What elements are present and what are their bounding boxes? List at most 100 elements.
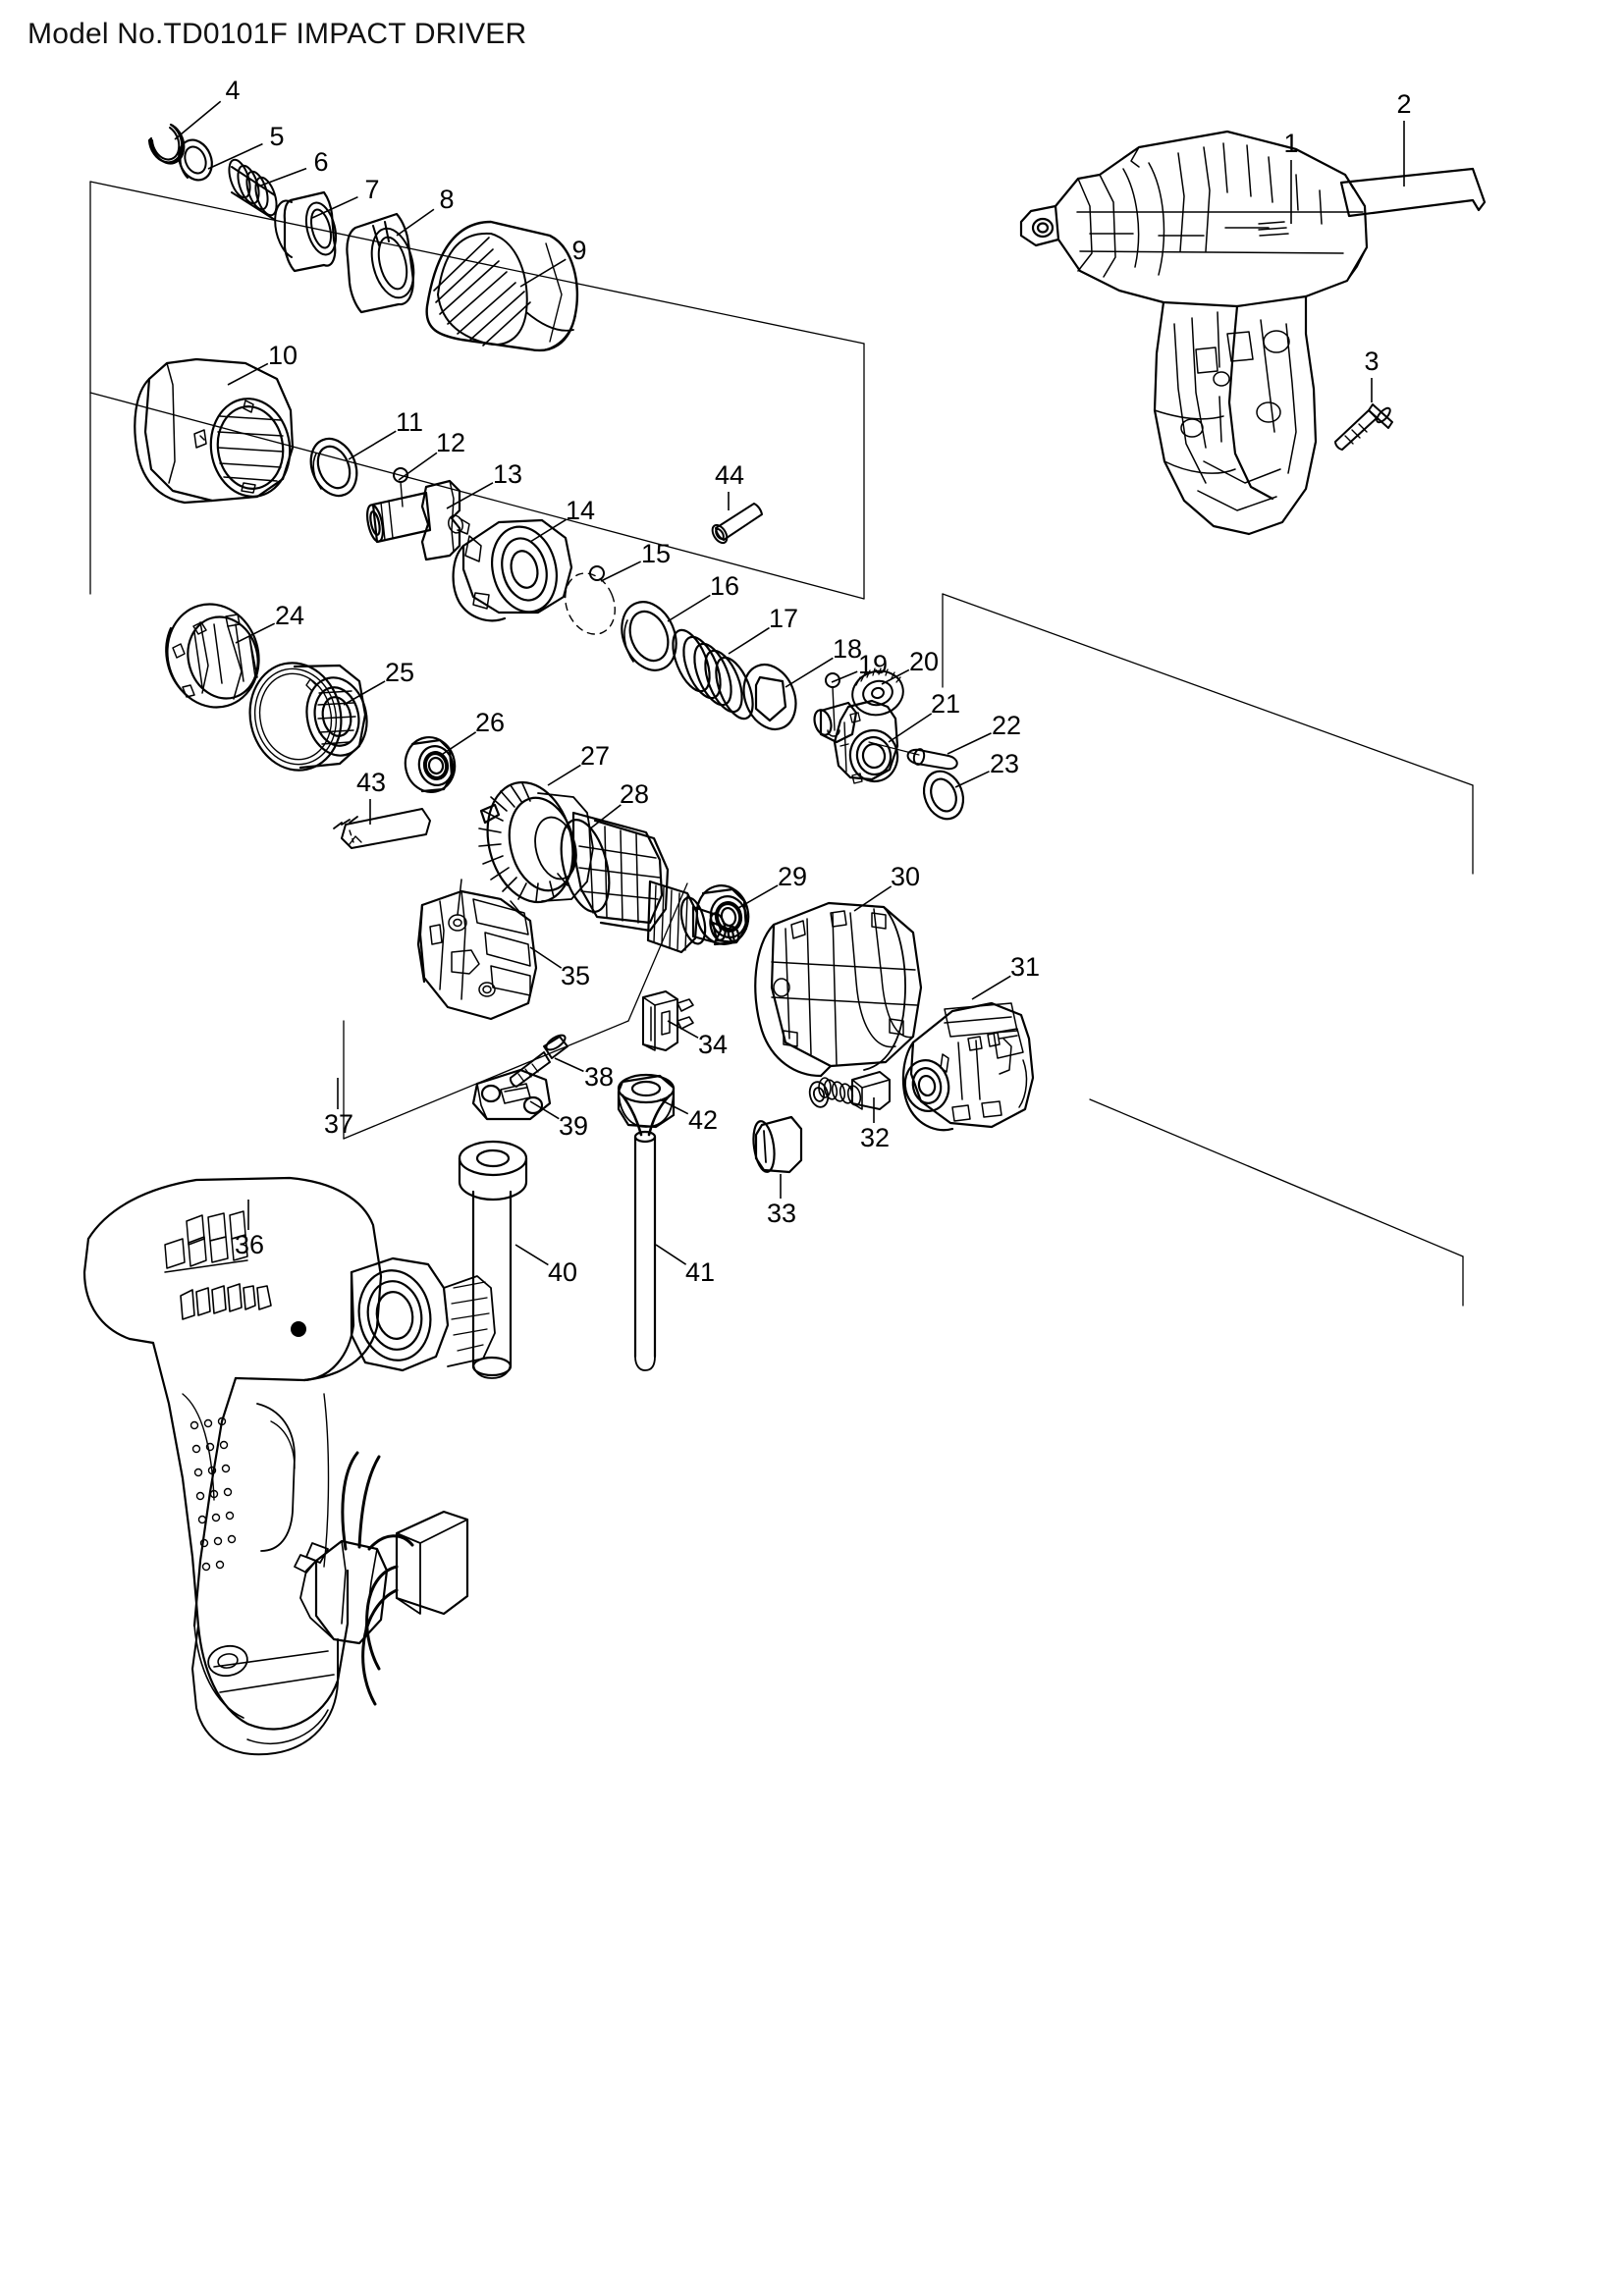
callout-6-compression-spring: 6 bbox=[313, 147, 329, 177]
leader-line-12 bbox=[398, 452, 438, 481]
part-41-power-supply-cord bbox=[621, 1094, 672, 1371]
part-1-housing-set bbox=[1019, 130, 1369, 536]
part-26-ball-bearing bbox=[404, 736, 457, 793]
callout-41-power-supply-cord: 41 bbox=[685, 1257, 716, 1287]
callout-37-lead-wire-assembly: 37 bbox=[324, 1109, 354, 1139]
callout-22-pin: 22 bbox=[992, 711, 1022, 740]
leader-line-14 bbox=[529, 518, 567, 543]
callout-38-tapping-screw: 38 bbox=[584, 1062, 615, 1092]
part-18-spring-seat bbox=[742, 664, 797, 730]
leader-line-39 bbox=[529, 1100, 560, 1120]
part-12-steel-ball bbox=[393, 467, 408, 507]
part-25-gear-housing bbox=[248, 662, 368, 772]
callout-7-sleeve: 7 bbox=[364, 175, 380, 204]
page-title: Model No.TD0101F IMPACT DRIVER bbox=[27, 18, 527, 50]
callout-39-cord-clamp: 39 bbox=[559, 1111, 589, 1141]
callout-36-complete-tool: 36 bbox=[235, 1230, 265, 1259]
part-44-pin bbox=[711, 503, 763, 545]
callout-24-lock-ring: 24 bbox=[275, 601, 305, 630]
callout-26-ball-bearing: 26 bbox=[475, 708, 506, 737]
part-2-name-plate bbox=[1339, 167, 1487, 218]
leader-line-15 bbox=[600, 561, 641, 582]
leader-line-28 bbox=[588, 804, 622, 830]
leader-line-11 bbox=[348, 430, 397, 460]
callout-28-armature: 28 bbox=[620, 779, 650, 809]
part-38-tapping-screw bbox=[509, 1034, 568, 1088]
part-37-lead-wire-assembly bbox=[294, 1451, 469, 1706]
part-16-washer bbox=[621, 601, 677, 671]
part-42-noise-suppressor bbox=[617, 1073, 676, 1129]
callout-11-felt-ring: 11 bbox=[396, 407, 424, 437]
part-7-sleeve bbox=[274, 190, 338, 273]
callout-5-flat-washer: 5 bbox=[269, 122, 285, 151]
callout-17-compression-spring: 17 bbox=[769, 604, 799, 633]
leader-line-19 bbox=[831, 670, 858, 683]
part-21-spindle bbox=[813, 699, 920, 784]
callout-40-cord-guard: 40 bbox=[548, 1257, 578, 1287]
group-bracket-right bbox=[863, 343, 1474, 875]
part-36-complete-tool bbox=[82, 1176, 496, 1756]
callout-8-bumper-ring: 8 bbox=[439, 185, 455, 214]
leader-line-26 bbox=[439, 731, 477, 757]
part-13-anvil bbox=[365, 479, 470, 561]
part-31-brush-holder bbox=[901, 1001, 1035, 1132]
part-23-flat-washer bbox=[922, 770, 965, 821]
callout-1-housing-set: 1 bbox=[1283, 129, 1299, 158]
leader-line-35 bbox=[529, 946, 563, 969]
callout-34-terminal: 34 bbox=[698, 1030, 729, 1059]
leader-line-23 bbox=[954, 771, 990, 788]
callout-29-ball-bearing: 29 bbox=[778, 862, 808, 891]
callout-44-pin: 44 bbox=[715, 460, 745, 490]
leader-line-20 bbox=[881, 668, 910, 685]
callout-35-switch: 35 bbox=[561, 961, 591, 990]
part-8-bumper-ring bbox=[346, 212, 415, 314]
part-15-steel-ball bbox=[565, 565, 616, 635]
leader-line-10 bbox=[227, 362, 269, 386]
callout-16-washer: 16 bbox=[710, 571, 740, 601]
callout-15-steel-ball: 15 bbox=[641, 539, 672, 568]
callout-32-carbon-brush: 32 bbox=[860, 1123, 891, 1152]
part-6-compression-spring bbox=[228, 158, 278, 221]
leader-line-41 bbox=[655, 1244, 687, 1265]
makita-wordmark-emboss bbox=[180, 1283, 306, 1337]
leader-line-6 bbox=[257, 167, 307, 187]
part-24-lock-ring bbox=[165, 603, 260, 709]
leader-line-42 bbox=[659, 1098, 689, 1115]
leader-line-13 bbox=[446, 482, 494, 509]
leader-line-17 bbox=[728, 626, 770, 655]
callout-21-spindle: 21 bbox=[931, 689, 961, 719]
part-33-brush-cap bbox=[752, 1115, 803, 1174]
callout-18-spring-seat: 18 bbox=[833, 634, 863, 664]
callout-9-rubber-boot: 9 bbox=[571, 236, 587, 265]
leader-line-8 bbox=[396, 208, 435, 237]
leader-line-25 bbox=[343, 680, 386, 706]
part-34-terminal bbox=[642, 990, 694, 1051]
leader-line-16 bbox=[667, 594, 711, 622]
callout-30-field: 30 bbox=[891, 862, 921, 891]
part-30-field bbox=[754, 901, 923, 1078]
leader-line-5 bbox=[207, 142, 263, 170]
part-35-switch bbox=[416, 879, 538, 1021]
callout-42-noise-suppressor: 42 bbox=[688, 1105, 719, 1135]
leader-line-24 bbox=[235, 622, 276, 644]
callout-4-ring-spring: 4 bbox=[225, 76, 241, 105]
leader-line-22 bbox=[947, 732, 992, 755]
callout-3-tapping-screw: 3 bbox=[1364, 347, 1380, 376]
leader-line-40 bbox=[514, 1244, 549, 1266]
part-19-steel-ball bbox=[825, 672, 840, 737]
leader-line-9 bbox=[519, 258, 567, 288]
part-3-tapping-screw bbox=[1334, 403, 1393, 451]
leader-line-7 bbox=[311, 195, 358, 219]
callout-27-fan: 27 bbox=[580, 741, 611, 771]
leader-line-27 bbox=[547, 764, 581, 786]
callout-13-anvil: 13 bbox=[493, 459, 523, 489]
part-39-cord-clamp bbox=[471, 1068, 552, 1121]
leader-line-31 bbox=[971, 975, 1011, 1000]
part-5-flat-washer bbox=[178, 138, 213, 182]
callout-2-name-plate: 2 bbox=[1396, 89, 1412, 119]
leader-line-21 bbox=[888, 713, 933, 743]
leader-line-38 bbox=[554, 1057, 584, 1073]
